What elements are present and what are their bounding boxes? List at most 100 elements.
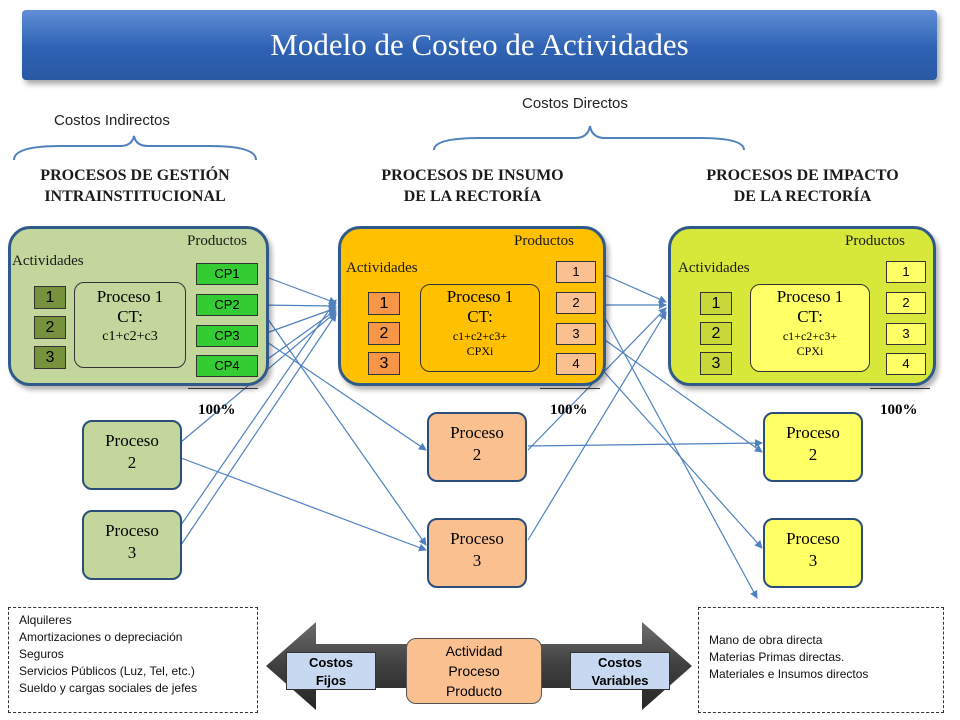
gestion-activity-2: 2: [34, 316, 66, 339]
gestion-actividades-label: Actividades: [12, 253, 84, 269]
insumo-product-1: 1: [556, 261, 596, 283]
insumo-process-2-name: Proceso: [450, 423, 504, 442]
impacto-process-3-number: 3: [808, 551, 818, 570]
arrow-gproc3-top: [180, 299, 337, 526]
arrow-iproc3-impacto: [527, 311, 667, 541]
gestion-activity-3: 3: [34, 346, 66, 369]
heading-gestion: PROCESOS DE GESTIÓN INTRAINSTITUCIONAL: [5, 165, 265, 207]
heading-insumo: PROCESOS DE INSUMO DE LA RECTORÍA: [340, 165, 605, 207]
insumo-process-1-name: Proceso 1: [446, 287, 514, 306]
gestion-sum-rule: [188, 388, 258, 389]
gestion-process-3: Proceso 3: [82, 510, 182, 580]
impacto-process-1: Proceso 1 CT: c1+c2+c3+ CPXi: [750, 284, 870, 372]
impacto-process-1-formula: c1+c2+c3+: [782, 329, 838, 343]
impacto-percent: 100%: [880, 402, 918, 418]
arrow-gproc2-proc3: [180, 457, 427, 552]
fixed-cost-item: Seguros: [19, 647, 64, 661]
arrow-cp1-insumo: [257, 273, 337, 305]
heading-insumo-line1: PROCESOS DE INSUMO: [381, 167, 564, 184]
arrow-i2-bottom: [597, 304, 758, 599]
gestion-process-1-ct: CT:: [117, 307, 143, 326]
arrow-cp2-insumo: [257, 301, 337, 310]
arrow-cp2-proc3: [257, 304, 427, 546]
variable-cost-item: Materiales e Insumos directos: [709, 667, 869, 681]
impacto-process-1-ct: CT:: [797, 307, 823, 326]
impacto-process-2: Proceso 2: [763, 412, 863, 482]
gestion-product-cp3: CP3: [196, 325, 258, 347]
variable-cost-item: Mano de obra directa: [709, 633, 823, 647]
impacto-process-2-name: Proceso: [786, 423, 840, 442]
impacto-activity-1: 1: [700, 292, 732, 315]
insumo-percent: 100%: [550, 402, 588, 418]
impacto-product-3: 3: [886, 323, 926, 345]
insumo-product-4: 4: [556, 353, 596, 375]
fixed-costs-badge-line1: Costos: [308, 655, 354, 670]
impacto-sum-rule: [870, 388, 930, 389]
direct-costs-label: Costos Directos: [522, 95, 628, 112]
heading-impacto-line2: DE LA RECTORÍA: [733, 188, 872, 205]
impacto-process-2-number: 2: [808, 445, 818, 464]
variable-cost-item: Materias Primas directas.: [709, 650, 845, 664]
insumo-productos-label: Productos: [514, 233, 574, 249]
gestion-process-2-name: Proceso: [105, 431, 159, 450]
impacto-product-2: 2: [886, 292, 926, 314]
center-line-2: Proceso: [448, 663, 500, 679]
gestion-process-2: Proceso 2: [82, 420, 182, 490]
gestion-process-1: Proceso 1 CT: c1+c2+c3: [74, 282, 186, 368]
impacto-process-3-name: Proceso: [786, 529, 840, 548]
insumo-process-3-name: Proceso: [450, 529, 504, 548]
insumo-product-3: 3: [556, 323, 596, 345]
gestion-percent: 100%: [198, 402, 236, 418]
direct-brace: [433, 125, 745, 151]
gestion-product-cp4: CP4: [196, 355, 258, 377]
heading-gestion-line2: INTRAINSTITUCIONAL: [44, 188, 226, 205]
insumo-process-3: Proceso 3: [427, 518, 527, 588]
insumo-product-2: 2: [556, 292, 596, 314]
insumo-process-1-formula: c1+c2+c3+: [452, 329, 508, 343]
arrow-gproc3-insumo: [180, 313, 337, 546]
variable-costs-badge: Costos Variables: [570, 652, 670, 690]
activity-process-product-box: Actividad Proceso Producto: [406, 638, 542, 704]
gestion-process-3-name: Proceso: [105, 521, 159, 540]
heading-insumo-line2: DE LA RECTORÍA: [403, 188, 542, 205]
gestion-product-cp2: CP2: [196, 294, 258, 316]
arrow-cp3-proc2: [257, 335, 427, 451]
gestion-product-cp1: CP1: [196, 263, 258, 285]
insumo-process-1-formula-cpx: CPXi: [466, 344, 494, 358]
impacto-product-4: 4: [886, 353, 926, 375]
gestion-process-2-number: 2: [127, 453, 137, 472]
insumo-activity-2: 2: [368, 322, 400, 345]
impacto-process-1-name: Proceso 1: [776, 287, 844, 306]
impacto-process-1-formula-cpx: CPXi: [796, 344, 824, 358]
arrow-cp3-insumo: [257, 306, 337, 337]
center-line-1: Actividad: [445, 643, 503, 659]
impacto-product-1: 1: [886, 261, 926, 283]
insumo-actividades-label: Actividades: [346, 260, 418, 276]
insumo-process-1-ct: CT:: [467, 307, 493, 326]
heading-gestion-line1: PROCESOS DE GESTIÓN: [40, 167, 230, 184]
indirect-brace: [13, 135, 257, 161]
impacto-actividades-label: Actividades: [678, 260, 750, 276]
impacto-productos-label: Productos: [845, 233, 905, 249]
impacto-activity-2: 2: [700, 322, 732, 345]
arrow-i1-impacto: [597, 271, 667, 303]
insumo-activity-1: 1: [368, 292, 400, 315]
heading-impacto-line1: PROCESOS DE IMPACTO: [706, 167, 899, 184]
gestion-process-3-number: 3: [127, 543, 137, 562]
fixed-costs-badge: Costos Fijos: [286, 652, 376, 690]
arrow-iproc2-proc2: [527, 439, 763, 448]
fixed-costs-badge-line2: Fijos: [315, 673, 347, 688]
gestion-process-1-name: Proceso 1: [96, 287, 164, 306]
fixed-cost-item: Amortizaciones o depreciación: [19, 630, 183, 644]
insumo-sum-rule: [540, 388, 600, 389]
insumo-process-2-number: 2: [472, 445, 482, 464]
variable-costs-list: Mano de obra directa Materias Primas dir…: [698, 607, 944, 713]
indirect-costs-label: Costos Indirectos: [54, 112, 170, 129]
impacto-activity-3: 3: [700, 352, 732, 375]
insumo-activity-3: 3: [368, 352, 400, 375]
heading-impacto: PROCESOS DE IMPACTO DE LA RECTORÍA: [670, 165, 935, 207]
insumo-process-1: Proceso 1 CT: c1+c2+c3+ CPXi: [420, 284, 540, 372]
fixed-cost-item: Alquileres: [19, 613, 72, 627]
gestion-activity-1: 1: [34, 286, 66, 309]
